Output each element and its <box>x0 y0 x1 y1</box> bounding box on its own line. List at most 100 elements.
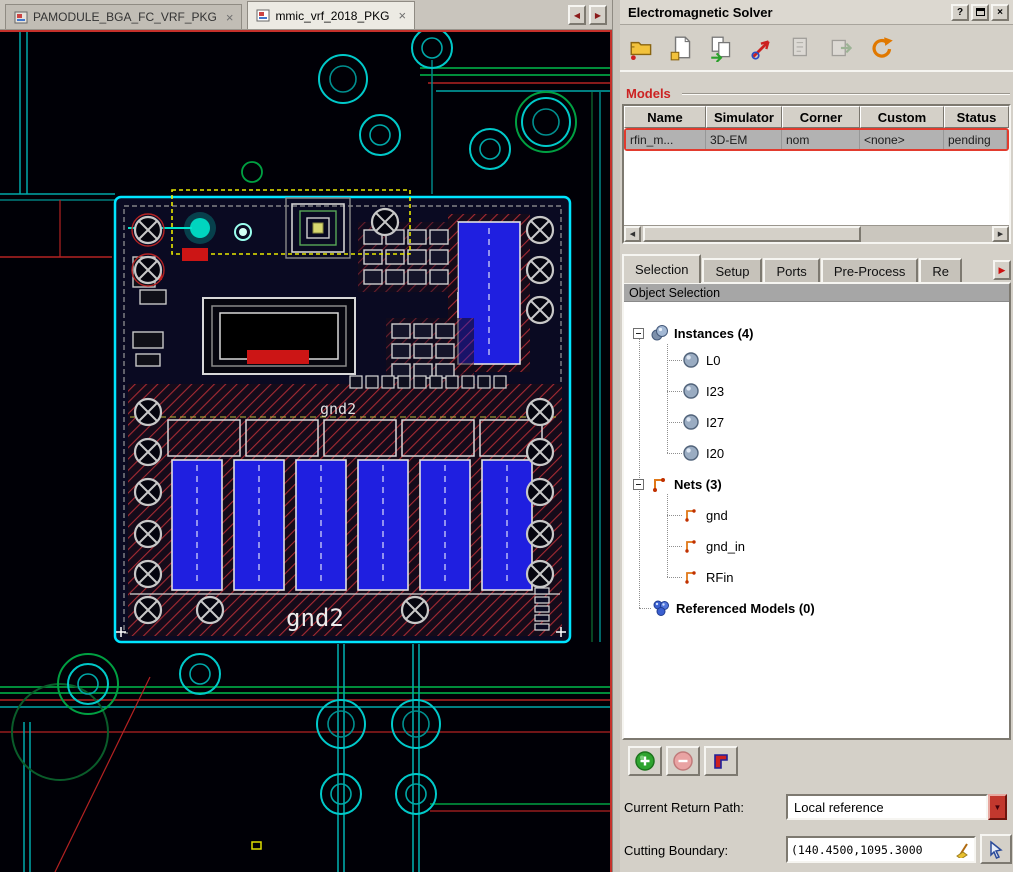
pane-divider[interactable] <box>612 0 620 872</box>
copy-model-button-disabled[interactable] <box>784 30 820 66</box>
cell-corner: nom <box>782 130 860 149</box>
tab-setup[interactable]: Setup <box>702 258 762 283</box>
tree-node-instance-i20[interactable]: I20 <box>682 440 724 466</box>
tree-node-label: Nets (3) <box>674 477 722 492</box>
current-return-path-label: Current Return Path: <box>624 800 744 815</box>
scroll-right-icon[interactable]: ▶ <box>992 226 1009 242</box>
layout-doc-icon <box>256 9 270 22</box>
pick-cursor-icon <box>986 839 1006 859</box>
cell-status: pending <box>944 130 1007 149</box>
restore-icon[interactable] <box>971 4 989 21</box>
doc-tab-mmic[interactable]: mmic_vrf_2018_PKG × <box>247 1 415 29</box>
doc-tab-label: mmic_vrf_2018_PKG <box>275 9 389 23</box>
column-header-corner[interactable]: Corner <box>782 106 860 128</box>
tree-node-referenced-models[interactable]: Referenced Models (0) <box>652 595 815 621</box>
gnd2-mid-label: gnd2 <box>320 400 356 418</box>
cutting-boundary-input[interactable] <box>788 838 974 861</box>
tree-connector <box>667 453 682 454</box>
tree-node-label: L0 <box>706 353 720 368</box>
collapse-icon[interactable] <box>633 328 644 339</box>
edit-boundary-button[interactable] <box>704 746 738 776</box>
boundary-icon <box>710 750 732 772</box>
tree-node-net-rfin[interactable]: RFin <box>682 564 733 590</box>
tree-node-instance-i23[interactable]: I23 <box>682 378 724 404</box>
remove-model-button[interactable] <box>666 746 700 776</box>
scroll-left-icon[interactable]: ◀ <box>624 226 641 242</box>
tab-prev-icon[interactable]: ◀ <box>568 5 586 25</box>
panel-titlebar: Electromagnetic Solver ? × <box>620 0 1013 25</box>
layout-canvas[interactable]: gnd2 <box>0 30 612 872</box>
tree-node-net-gnd[interactable]: gnd <box>682 502 728 528</box>
close-icon[interactable]: × <box>991 4 1009 21</box>
layout-doc-icon <box>14 11 28 24</box>
help-icon[interactable]: ? <box>951 4 969 21</box>
chevron-down-icon[interactable]: ▼ <box>988 794 1007 820</box>
models-table: Name Simulator Corner Custom Status rfin… <box>622 104 1011 244</box>
models-hscrollbar[interactable]: ◀ ▶ <box>624 225 1009 242</box>
tree-node-net-gnd-in[interactable]: gnd_in <box>682 533 745 559</box>
tree-node-label: I23 <box>706 384 724 399</box>
panel-title: Electromagnetic Solver <box>624 5 949 20</box>
current-return-path-combo: Local reference ▼ <box>786 794 1007 820</box>
instance-icon <box>682 413 700 431</box>
tab-results[interactable]: Re <box>919 258 962 283</box>
brush-icon[interactable] <box>955 840 973 858</box>
tree-node-label: I20 <box>706 446 724 461</box>
close-icon[interactable]: × <box>226 10 234 25</box>
tree-node-label: Instances (4) <box>674 326 753 341</box>
column-header-status[interactable]: Status <box>944 106 1009 128</box>
bottom-right-cells <box>535 588 549 630</box>
tree-node-nets[interactable]: Nets (3) <box>633 471 722 497</box>
new-model-button[interactable] <box>664 30 700 66</box>
tab-ports[interactable]: Ports <box>763 258 819 283</box>
tab-nav-buttons: ◀ ▶ <box>568 5 612 29</box>
tree-connector <box>667 515 682 516</box>
current-return-path-value[interactable]: Local reference <box>786 794 988 820</box>
nets-group-icon <box>650 475 668 493</box>
scrollbar-thumb[interactable] <box>643 226 861 242</box>
tab-pre-process[interactable]: Pre-Process <box>821 258 919 283</box>
models-group-label: Models <box>626 86 671 101</box>
column-header-simulator[interactable]: Simulator <box>706 106 782 128</box>
doc-tab-pamodule[interactable]: PAMODULE_BGA_FC_VRF_PKG × <box>5 4 242 29</box>
transformer-block <box>203 298 355 374</box>
refresh-button[interactable] <box>864 30 900 66</box>
import-model-button[interactable] <box>704 30 740 66</box>
tree-node-instance-l0[interactable]: L0 <box>682 347 720 373</box>
column-header-name[interactable]: Name <box>624 106 706 128</box>
table-row[interactable]: rfin_m... 3D-EM nom <none> pending <box>626 130 1007 149</box>
tab-scroll-right-icon[interactable]: ▶ <box>993 260 1011 280</box>
layout-editor: PAMODULE_BGA_FC_VRF_PKG × mmic_vrf_2018_… <box>0 0 612 872</box>
tree-node-instance-i27[interactable]: I27 <box>682 409 724 435</box>
scrollbar-track[interactable] <box>641 226 992 242</box>
tab-next-icon[interactable]: ▶ <box>589 5 607 25</box>
tree-node-label: I27 <box>706 415 724 430</box>
tree-node-instances[interactable]: Instances (4) <box>633 320 753 346</box>
net-icon <box>682 537 700 555</box>
tree-connector <box>667 422 682 423</box>
tab-selection[interactable]: Selection <box>622 254 701 283</box>
column-header-custom[interactable]: Custom <box>860 106 944 128</box>
tree-connector <box>667 360 682 361</box>
referenced-models-icon <box>652 599 670 617</box>
pick-boundary-button[interactable] <box>980 834 1012 864</box>
tree-connector <box>667 391 682 392</box>
models-group-rule <box>682 93 1010 95</box>
close-icon[interactable]: × <box>398 8 406 23</box>
chip: gnd2 <box>115 190 570 642</box>
cap-grid-b <box>392 324 454 378</box>
tree-connector <box>667 494 668 577</box>
solver-tabs: Selection Setup Ports Pre-Process Re ▶ <box>622 254 1011 283</box>
remove-icon <box>672 750 694 772</box>
object-selection-panel: Object Selection Instances (4) L0 <box>622 282 1011 740</box>
analyze-button[interactable] <box>744 30 780 66</box>
collapse-icon[interactable] <box>633 479 644 490</box>
tree-node-label: gnd <box>706 508 728 523</box>
open-model-button[interactable] <box>624 30 660 66</box>
export-model-button-disabled[interactable] <box>824 30 860 66</box>
add-model-button[interactable] <box>628 746 662 776</box>
instance-icon <box>682 351 700 369</box>
instances-group-icon <box>650 324 668 342</box>
add-icon <box>634 750 656 772</box>
